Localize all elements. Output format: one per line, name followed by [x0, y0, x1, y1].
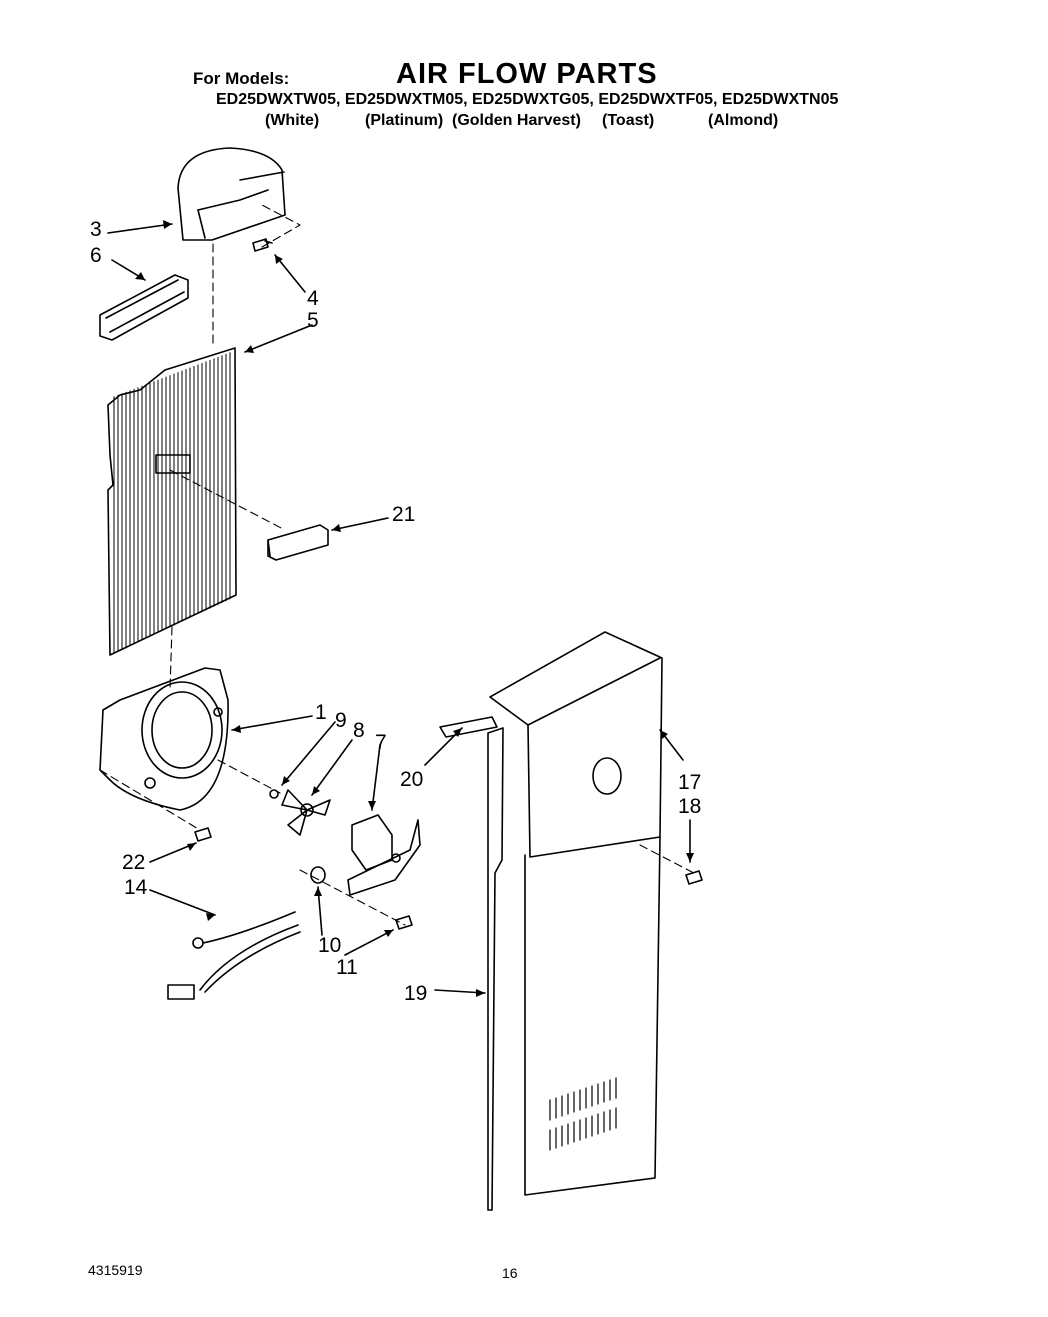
wire-harness-part — [167, 911, 301, 1000]
insulation-20-part — [439, 716, 498, 738]
evaporator-cover-part — [107, 347, 237, 656]
vent-grille-part — [99, 274, 189, 341]
page-title: AIR FLOW PARTS — [396, 58, 658, 90]
screw-18-part — [685, 870, 703, 885]
callout-7: 7 — [375, 731, 387, 754]
callout-14: 14 — [124, 876, 148, 899]
callout-3: 3 — [90, 218, 102, 241]
screw-22-part — [194, 827, 212, 842]
callout-8: 8 — [353, 719, 365, 742]
callout-6: 6 — [90, 244, 102, 267]
callout-18: 18 — [678, 795, 702, 818]
document-number: 4315919 — [88, 1262, 143, 1278]
callout-4: 4 — [307, 287, 319, 310]
callout-20: 20 — [400, 768, 424, 791]
fan-motor-part — [347, 814, 421, 896]
leader-arrows — [107, 223, 691, 994]
rear-panel-part — [489, 631, 663, 1196]
for-models-label: For Models: — [193, 69, 290, 88]
fan-housing-part — [99, 667, 229, 811]
callout-1: 1 — [315, 701, 327, 724]
color-almond: (Almond) — [708, 112, 779, 129]
callout-21: 21 — [392, 503, 416, 526]
model-numbers: ED25DWXTW05, ED25DWXTM05, ED25DWXTG05, E… — [216, 91, 839, 108]
callout-5: 5 — [307, 309, 319, 332]
color-toast: (Toast) — [602, 112, 655, 129]
color-golden-harvest: (Golden Harvest) — [452, 112, 581, 129]
screw-4-part — [252, 238, 273, 252]
assembly-lines — [99, 204, 693, 926]
callout-9: 9 — [335, 709, 347, 732]
page-number: 16 — [502, 1265, 518, 1281]
gasket-19-part — [487, 727, 504, 1211]
arrowheads — [135, 220, 694, 997]
callout-10: 10 — [318, 934, 342, 957]
duct-cap-part — [177, 147, 286, 241]
screw-11-part — [395, 915, 413, 930]
nut-9-part — [269, 789, 279, 799]
callout-19: 19 — [404, 982, 428, 1005]
grommet-10-part — [310, 866, 326, 884]
color-platinum: (Platinum) — [365, 112, 444, 129]
callout-11: 11 — [336, 956, 358, 979]
fan-blade-part — [281, 789, 331, 836]
callout-22: 22 — [122, 851, 146, 874]
clip-21-part — [267, 524, 329, 561]
callout-17: 17 — [678, 771, 702, 794]
color-white: (White) — [265, 112, 320, 129]
